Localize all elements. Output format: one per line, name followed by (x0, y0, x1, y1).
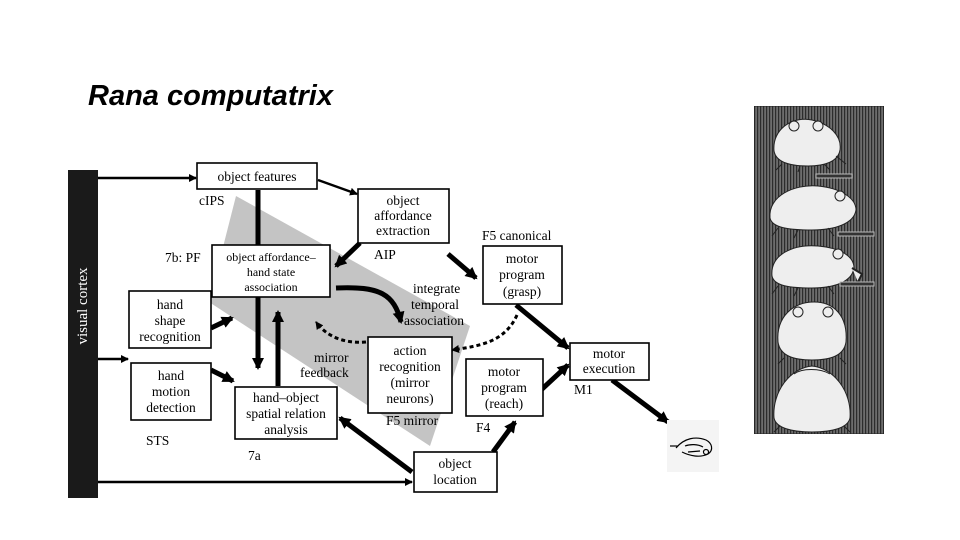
toad-frame-3 (771, 245, 875, 297)
affordance-extraction-line: extraction (376, 223, 430, 238)
slide-title: Rana computatrix (88, 80, 333, 112)
motor-grasp-line: (grasp) (503, 284, 541, 299)
motor-execution-line: motor (593, 346, 626, 361)
f5-canonical-label: F5 canonical (482, 228, 552, 243)
integrate-label: temporal (411, 297, 459, 312)
toad-frame-5 (773, 365, 851, 433)
hand-motion-box: hand motion detection (130, 362, 212, 421)
pf-label: 7b: PF (165, 250, 201, 265)
motor-grasp-line: program (499, 267, 545, 282)
toad-frame-2 (769, 185, 875, 239)
affordance-hand-state-box: object affordance– hand state associatio… (211, 244, 331, 298)
integrate-label: integrate (413, 281, 460, 296)
hand-shape-box: hand shape recognition (128, 290, 212, 349)
object-features-box: object features (196, 162, 318, 190)
visual-cortex-bar (68, 170, 98, 498)
hand-shape-line: recognition (139, 329, 201, 344)
action-recognition-line: recognition (379, 359, 441, 374)
hand-grasp-sketch (667, 420, 719, 472)
hand-shape-line: shape (155, 313, 186, 328)
affordance-extraction-line: affordance (374, 208, 431, 223)
area-7a-label: 7a (248, 448, 261, 463)
affordance-hand-state-line: hand state (247, 265, 295, 279)
motor-reach-line: program (481, 380, 527, 395)
affordance-hand-state-line: object affordance– (226, 250, 316, 264)
f4-label: F4 (476, 420, 491, 435)
sts-label: STS (146, 433, 169, 448)
hand-motion-line: hand (158, 368, 184, 383)
toad-sequence-image (754, 106, 884, 434)
f5-mirror-label: F5 mirror (386, 413, 439, 428)
hand-motion-line: detection (146, 400, 196, 415)
spatial-relation-box: hand–object spatial relation analysis (234, 386, 338, 440)
object-features-label: object features (217, 169, 296, 184)
motor-reach-box: motor program (reach) (465, 358, 544, 417)
motor-grasp-line: motor (506, 251, 539, 266)
mirror-feedback-label: mirror (314, 350, 349, 365)
affordance-extraction-box: object affordance extraction (357, 188, 450, 244)
thin-arrows (98, 174, 413, 486)
dotted-arrows (314, 314, 519, 353)
object-location-line: location (433, 472, 477, 487)
spatial-relation-line: spatial relation (246, 406, 326, 421)
motor-grasp-box: motor program (grasp) (482, 245, 563, 305)
spatial-relation-line: analysis (264, 422, 308, 437)
object-location-line: object (439, 456, 472, 471)
mirror-feedback-label: feedback (300, 365, 349, 380)
motor-reach-line: (reach) (485, 396, 523, 411)
action-recognition-line: neurons) (386, 391, 433, 406)
hand-shape-line: hand (157, 297, 183, 312)
spatial-relation-line: hand–object (253, 390, 319, 405)
action-recognition-box: action recognition (mirror neurons) (367, 336, 453, 414)
m1-label: M1 (574, 382, 593, 397)
affordance-extraction-line: object (387, 193, 420, 208)
toad-frame-4 (777, 301, 847, 365)
action-recognition-line: action (394, 343, 427, 358)
action-recognition-line: (mirror (391, 375, 430, 390)
motor-execution-line: execution (583, 361, 636, 376)
integrate-label: association (404, 313, 464, 328)
motor-execution-box: motor execution (569, 342, 650, 381)
motor-reach-line: motor (488, 364, 521, 379)
hand-motion-line: motion (152, 384, 191, 399)
object-location-box: object location (413, 451, 498, 493)
affordance-hand-state-line: association (244, 280, 297, 294)
toad-frame-1 (773, 118, 853, 179)
visual-cortex-label: visual cortex (75, 267, 91, 345)
aip-label: AIP (374, 247, 396, 262)
cips-label: cIPS (199, 193, 225, 208)
